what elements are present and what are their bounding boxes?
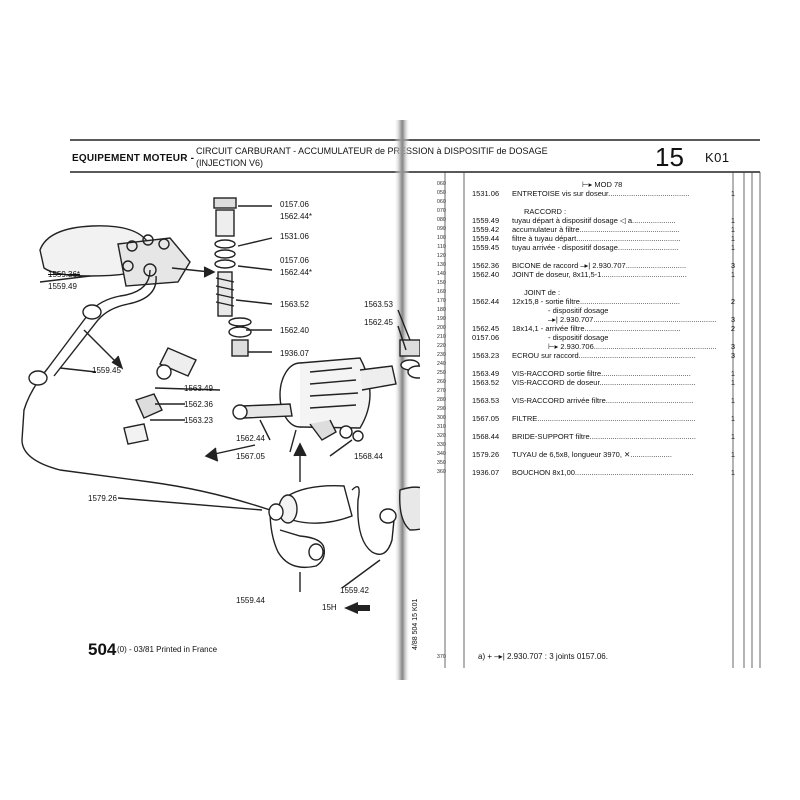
callout-1563-52: 1563.52 (280, 300, 309, 309)
parts-row: 190–▸| 2.930.707........................… (436, 315, 736, 324)
callout-0157-06-top: 0157.06 (280, 200, 309, 209)
callout-1563-53: 1563.53 (364, 300, 393, 309)
footnote: a) + –▸| 2.930.707 : 3 joints 0157.06. (478, 652, 608, 661)
parts-row: 290 (436, 406, 446, 412)
callout-1936-07: 1936.07 (280, 349, 309, 358)
group-code: K01 (705, 150, 730, 165)
callout-1563-49: 1563.49 (184, 384, 213, 393)
parts-row: 330 (436, 442, 446, 448)
callout-15h: 15H (322, 603, 337, 612)
callout-1562-44-low: 1562.44 (236, 434, 265, 443)
callout-1562-36: 1562.36 (184, 400, 213, 409)
callout-1562-40: 1562.40 (280, 326, 309, 335)
callout-1559-44: 1559.44 (236, 596, 265, 605)
parts-row: 240 (436, 361, 446, 367)
footnote-line-number: 370 (436, 654, 446, 660)
parts-row: 180- dispositif dosage (436, 306, 609, 315)
callout-1559-49: 1559.49 (48, 282, 77, 291)
page-code: 504 (88, 640, 117, 659)
page-title-line1: CIRCUIT CARBURANT - ACCUMULATEUR de PRES… (196, 146, 548, 156)
parts-row: 120 (436, 253, 446, 259)
callout-1559-36: 1559.36* (48, 270, 81, 279)
callout-1559-42: 1559.42 (340, 586, 369, 595)
callout-1563-23: 1563.23 (184, 416, 213, 425)
parts-row: 220⊢▸ 2.930.706.........................… (436, 342, 736, 351)
callout-1562-44-top: 1562.44* (280, 212, 313, 221)
callout-1568-44: 1568.44 (354, 452, 383, 461)
parts-row: 060 (436, 199, 446, 205)
callout-1559-45: 1559.45 (92, 366, 121, 375)
parts-row: 310 (436, 424, 446, 430)
vertical-ref-code: 4/88 504 15 K01 (412, 598, 419, 650)
print-info: (0) - 03/81 Printed in France (117, 645, 218, 654)
callout-1579-26: 1579.26 (88, 494, 117, 503)
fuel-circuit-diagram (21, 197, 420, 614)
callout-1567-05: 1567.05 (236, 452, 265, 461)
page-title-line2: (INJECTION V6) (196, 158, 264, 168)
parts-row: 150 (436, 280, 446, 286)
callout-1562-45: 1562.45 (364, 318, 393, 327)
section-title: EQUIPEMENT MOTEUR - (72, 153, 195, 164)
parts-row: 060⊢▸ MOD 78 (436, 180, 623, 189)
page-number: 15 (655, 142, 684, 172)
parts-row: 350 (436, 460, 446, 466)
callout-1531-06: 1531.06 (280, 232, 309, 241)
callout-1562-44-mid: 1562.44* (280, 268, 313, 277)
callout-0157-06-mid: 0157.06 (280, 256, 309, 265)
parts-row: 270 (436, 388, 446, 394)
